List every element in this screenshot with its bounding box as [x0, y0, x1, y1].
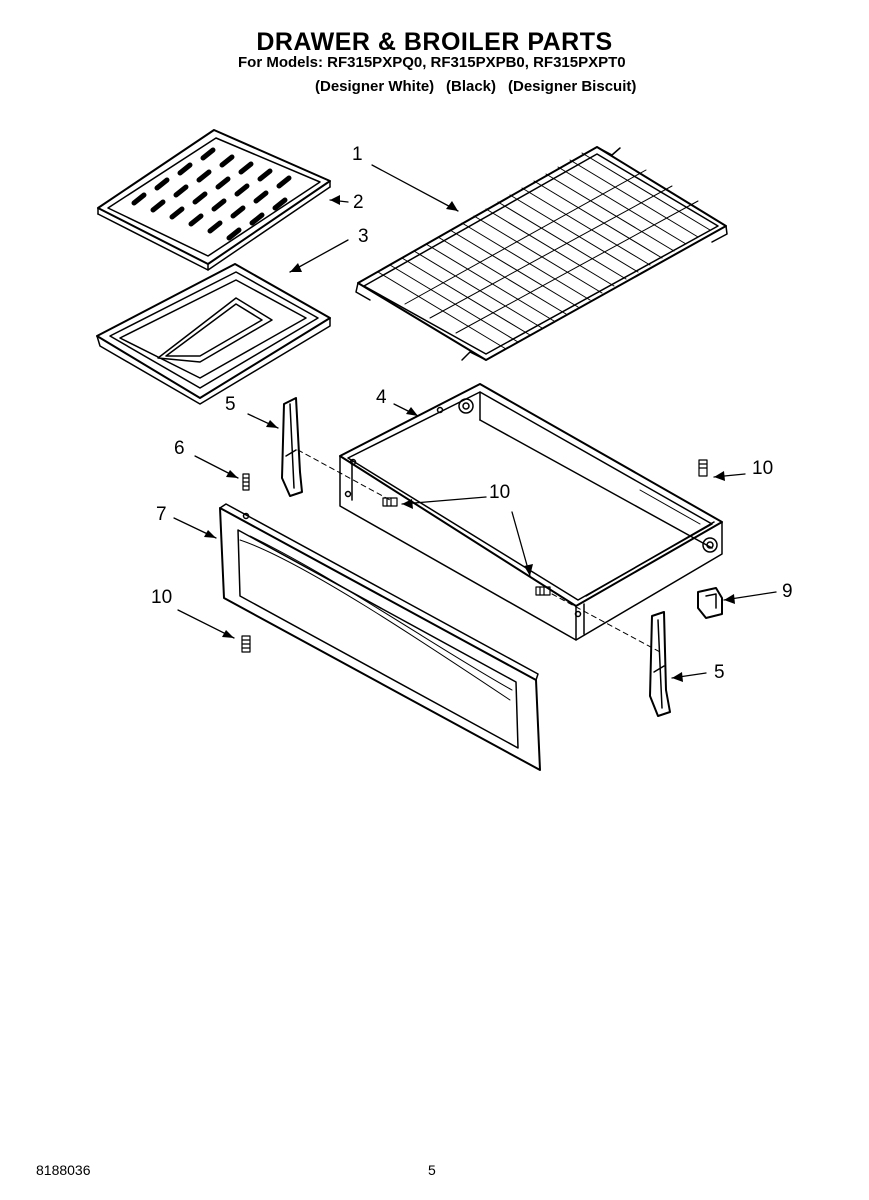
callout-1: 1	[352, 144, 363, 165]
broiler-pan-part	[96, 263, 331, 405]
callout-10-top-right: 10	[752, 458, 774, 479]
fastener-parts	[241, 459, 708, 653]
oven-rack-part	[355, 146, 728, 361]
drawer-glide-part-right	[649, 611, 671, 717]
callout-arrowheads	[204, 195, 735, 682]
callout-4: 4	[376, 387, 387, 408]
callout-leaders	[173, 164, 777, 679]
callout-2: 2	[353, 192, 364, 213]
callout-9: 9	[782, 581, 793, 602]
broiler-grid-part	[97, 129, 331, 271]
callout-5-right: 5	[714, 662, 725, 683]
callout-10-center: 10	[489, 482, 511, 503]
drawer-body-part	[339, 383, 723, 641]
page-title: DRAWER & BROILER PARTS	[256, 28, 613, 56]
callout-5-left: 5	[225, 394, 236, 415]
callout-6: 6	[174, 438, 185, 459]
assembly-dash-lines	[297, 449, 661, 653]
callout-3: 3	[358, 226, 369, 247]
drawer-glide-part-left	[281, 397, 303, 497]
document-number: 8188036	[36, 1162, 91, 1178]
variant-designer-white: (Designer White)	[315, 78, 435, 95]
callout-10-left: 10	[151, 587, 173, 608]
models-line: For Models: RF315PXPQ0, RF315PXPB0, RF31…	[238, 54, 626, 71]
drawer-front-part	[219, 503, 541, 771]
drawer-clip-part	[697, 587, 723, 619]
variant-black: (Black)	[446, 78, 497, 95]
variant-designer-biscuit: (Designer Biscuit)	[508, 78, 637, 95]
callout-7: 7	[156, 504, 167, 525]
page-number: 5	[428, 1162, 436, 1178]
